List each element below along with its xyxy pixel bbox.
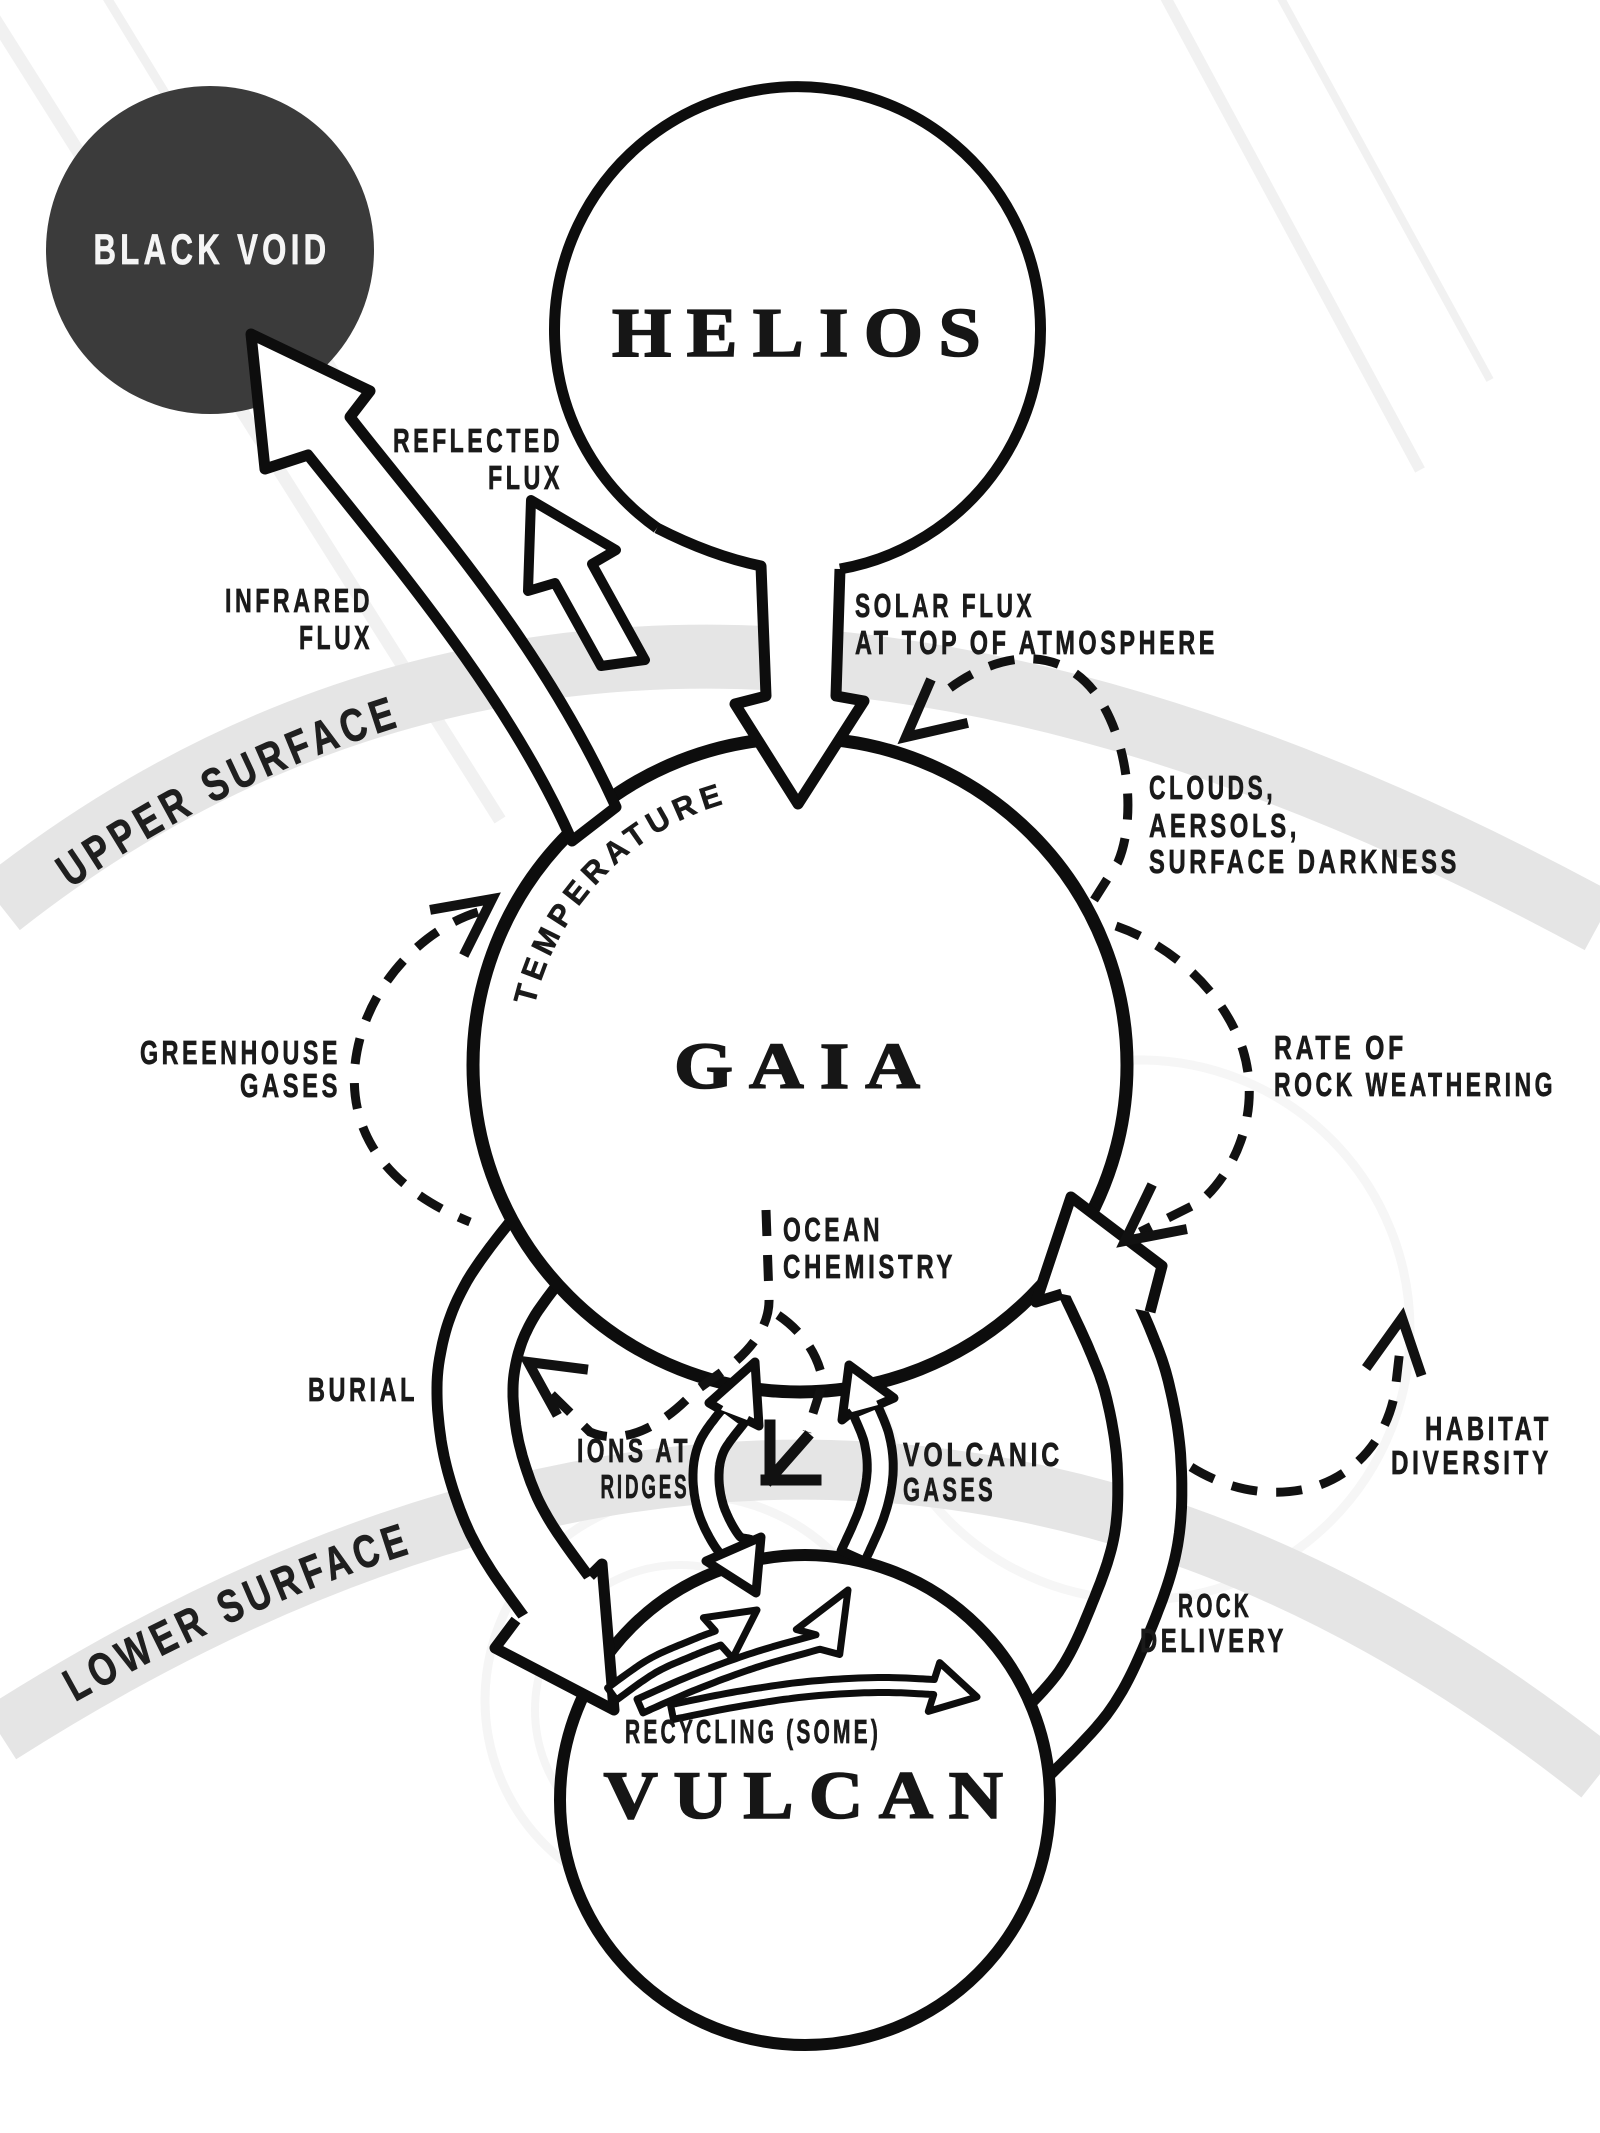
svg-text:OCEAN: OCEAN [783, 1211, 883, 1248]
svg-text:GAIA: GAIA [674, 1030, 936, 1103]
svg-text:FLUX: FLUX [299, 619, 373, 656]
svg-text:INFRARED: INFRARED [225, 582, 373, 619]
svg-text:VOLCANIC: VOLCANIC [903, 1436, 1063, 1473]
svg-text:SURFACE DARKNESS: SURFACE DARKNESS [1149, 843, 1460, 880]
svg-text:RIDGES: RIDGES [601, 1468, 690, 1505]
svg-text:IONS AT: IONS AT [577, 1432, 691, 1469]
svg-text:VULCAN: VULCAN [604, 1757, 1019, 1833]
svg-text:BLACK VOID: BLACK VOID [94, 226, 331, 274]
svg-text:BURIAL: BURIAL [308, 1371, 418, 1408]
svg-text:RECYCLING (SOME): RECYCLING (SOME) [625, 1713, 881, 1750]
svg-text:FLUX: FLUX [488, 459, 563, 496]
svg-text:DIVERSITY: DIVERSITY [1391, 1444, 1552, 1481]
svg-text:GASES: GASES [240, 1067, 341, 1104]
svg-text:ROCK: ROCK [1178, 1587, 1252, 1624]
svg-text:HABITAT: HABITAT [1425, 1410, 1552, 1447]
svg-text:SOLAR FLUX: SOLAR FLUX [855, 587, 1035, 624]
svg-text:CHEMISTRY: CHEMISTRY [783, 1248, 956, 1285]
svg-text:DELIVERY: DELIVERY [1140, 1622, 1287, 1659]
svg-text:ROCK WEATHERING: ROCK WEATHERING [1274, 1066, 1556, 1103]
svg-text:GASES: GASES [903, 1471, 996, 1508]
svg-text:AERSOLS,: AERSOLS, [1149, 807, 1300, 844]
svg-text:GREENHOUSE: GREENHOUSE [140, 1034, 341, 1071]
svg-text:CLOUDS,: CLOUDS, [1149, 769, 1276, 806]
svg-text:HELIOS: HELIOS [612, 295, 996, 372]
svg-text:RATE OF: RATE OF [1274, 1029, 1407, 1066]
svg-text:REFLECTED: REFLECTED [393, 422, 563, 459]
svg-text:AT TOP OF ATMOSPHERE: AT TOP OF ATMOSPHERE [855, 624, 1218, 661]
